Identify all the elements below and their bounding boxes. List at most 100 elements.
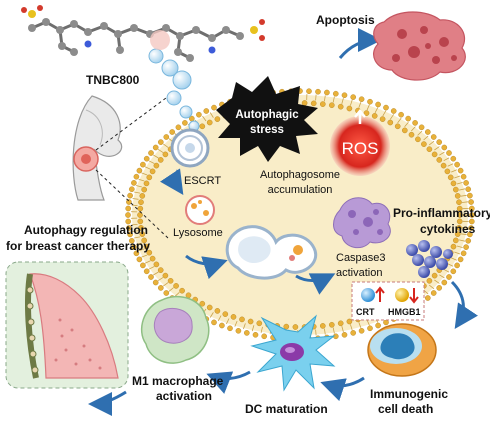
lipid-tail bbox=[138, 248, 145, 252]
lipid-tail bbox=[234, 320, 238, 327]
lipid-head bbox=[405, 115, 412, 122]
lipid-tail bbox=[358, 101, 362, 108]
lipid-tail bbox=[389, 114, 395, 120]
lipid-head bbox=[137, 212, 143, 218]
lipid-head bbox=[239, 316, 245, 323]
lipid-tail bbox=[461, 201, 469, 203]
lipid-head bbox=[315, 88, 321, 95]
lipid-head bbox=[456, 224, 462, 231]
lipid-head bbox=[332, 90, 339, 97]
lipid-tail bbox=[226, 318, 230, 325]
lipid-head bbox=[125, 218, 131, 225]
lipid-tail bbox=[157, 148, 164, 153]
lipid-head bbox=[152, 279, 159, 286]
lipid-tail bbox=[134, 236, 141, 239]
lipid-head bbox=[436, 139, 443, 145]
lipid-head bbox=[157, 139, 164, 145]
lipid-head bbox=[211, 104, 217, 111]
lipid-tail bbox=[460, 194, 467, 197]
lipid-head bbox=[128, 237, 135, 244]
lipid-head bbox=[138, 199, 144, 205]
lipid-head bbox=[301, 100, 308, 106]
lipid-head bbox=[450, 155, 457, 162]
lipid-head bbox=[457, 256, 464, 263]
ros-label: ROS bbox=[342, 139, 379, 158]
lipid-head bbox=[469, 212, 475, 218]
lipid-head bbox=[408, 131, 415, 138]
lipid-head bbox=[182, 120, 188, 126]
lysosome-label: Lysosome bbox=[173, 227, 223, 239]
lipid-tail bbox=[209, 112, 214, 118]
lipid-tail bbox=[460, 233, 467, 236]
arrow-to-tumor bbox=[88, 390, 127, 416]
lipid-tail bbox=[217, 315, 222, 322]
lipid-head bbox=[206, 304, 213, 311]
lipid-tail bbox=[417, 130, 423, 136]
lipid-head bbox=[199, 300, 206, 307]
m1-line2: activation bbox=[156, 389, 212, 403]
lipid-head bbox=[133, 250, 140, 257]
lipid-head bbox=[157, 285, 164, 291]
lipid-head bbox=[162, 272, 169, 279]
zoom-line-bottom bbox=[95, 169, 169, 239]
lipid-head bbox=[450, 180, 457, 187]
lipid-tail bbox=[243, 323, 246, 330]
caspase3-cell bbox=[333, 197, 391, 249]
lipid-head bbox=[163, 134, 170, 140]
lipid-tail bbox=[397, 117, 402, 124]
lipid-head bbox=[141, 186, 147, 193]
lipid-head bbox=[169, 129, 175, 135]
lipid-head bbox=[143, 268, 150, 275]
lipid-head bbox=[350, 94, 357, 100]
lipid-head bbox=[214, 308, 221, 314]
lipid-tail bbox=[428, 140, 435, 146]
lipid-tail bbox=[459, 239, 466, 242]
lipid-head bbox=[465, 186, 472, 192]
lipid-tail bbox=[434, 146, 440, 151]
crt-up-arrow bbox=[375, 286, 385, 302]
lipid-head bbox=[468, 199, 474, 205]
lipid-head bbox=[452, 186, 459, 193]
cytokine-cluster bbox=[406, 240, 453, 278]
lipid-tail bbox=[132, 198, 139, 200]
lipid-tail bbox=[260, 326, 263, 333]
lipid-head bbox=[153, 261, 160, 268]
lipid-tail bbox=[131, 204, 138, 206]
lipid-head bbox=[401, 127, 408, 134]
lipid-tail bbox=[382, 110, 387, 117]
lipid-head bbox=[146, 249, 153, 256]
lipid-head bbox=[211, 319, 217, 326]
tissue-inset bbox=[5, 261, 129, 389]
lipid-head bbox=[430, 290, 437, 296]
lipid-head bbox=[157, 267, 164, 273]
lipid-tail bbox=[451, 257, 457, 261]
nanoparticle-bubbles bbox=[148, 30, 200, 132]
lipid-tail bbox=[134, 191, 141, 194]
autophagic-stress-burst bbox=[216, 76, 318, 162]
lipid-head bbox=[371, 113, 378, 119]
lipid-tail bbox=[447, 263, 454, 267]
lipid-head bbox=[235, 327, 242, 334]
autophagosome-line1: Autophagosome bbox=[260, 169, 340, 181]
lipid-tail bbox=[428, 284, 435, 290]
icd-line1: Immunogenic bbox=[370, 387, 448, 401]
tnbc800-molecule bbox=[21, 5, 265, 62]
lipid-head bbox=[426, 146, 433, 152]
caspase3-line2: activation bbox=[336, 267, 382, 279]
lipid-head bbox=[367, 98, 373, 105]
icd-line2: cell death bbox=[378, 402, 433, 416]
lipid-tail bbox=[153, 271, 159, 276]
lipid-tail bbox=[456, 245, 463, 248]
lipid-tail bbox=[456, 182, 463, 185]
lipid-tail bbox=[138, 178, 145, 182]
icd-cell bbox=[367, 323, 437, 377]
lipid-head bbox=[136, 256, 143, 263]
crt-ball bbox=[361, 288, 375, 302]
lipid-head bbox=[441, 279, 448, 286]
lipid-head bbox=[149, 255, 156, 262]
lipid-tail bbox=[202, 115, 207, 122]
lipid-head bbox=[222, 311, 229, 317]
lipid-head bbox=[456, 218, 463, 225]
lipid-head bbox=[153, 162, 160, 169]
